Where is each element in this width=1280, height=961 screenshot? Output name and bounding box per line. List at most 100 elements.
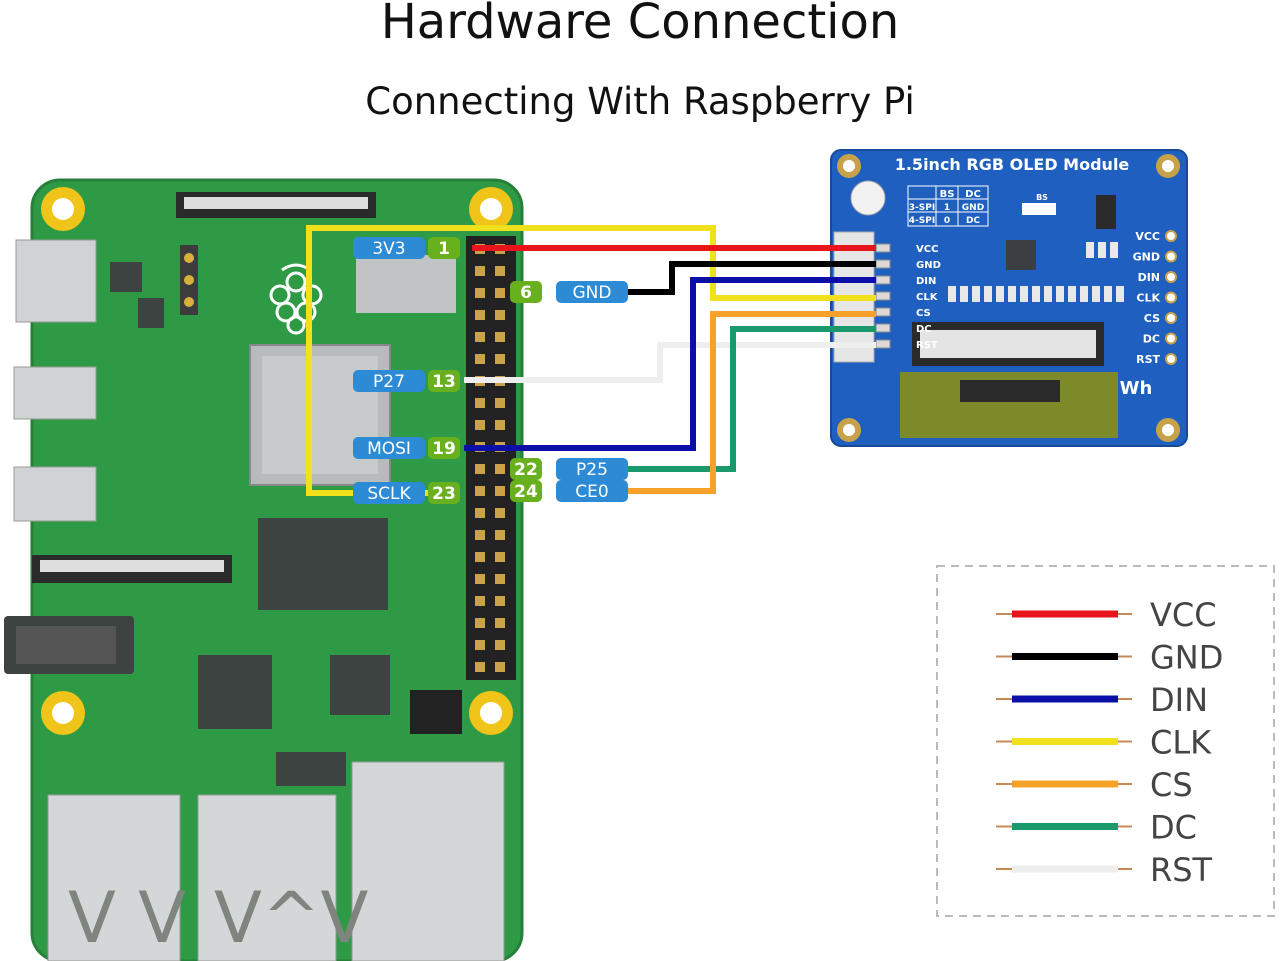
gpio-pin <box>475 266 485 276</box>
bs-table: BS DC 3-SPI 1 GND 4-SPI 0 DC <box>907 185 989 227</box>
side-pin-label: CS <box>1144 312 1160 325</box>
gpio-pin <box>495 552 505 562</box>
gpio-pin <box>475 486 485 496</box>
gpio-pin <box>495 640 505 650</box>
connector-pin-label: CLK <box>916 292 939 303</box>
pin-label-ce0: CE0 24 <box>510 480 628 502</box>
side-pin-hole <box>1165 291 1177 304</box>
pin-name-tag <box>353 237 425 259</box>
gpio-pin <box>495 486 505 496</box>
pin-number-text: 24 <box>514 482 538 502</box>
side-pin-hole <box>1165 230 1177 242</box>
gpio-pin <box>475 398 485 408</box>
wire-gnd <box>628 261 876 295</box>
connector-pin-label: DC <box>916 324 932 335</box>
pin-name-text: MOSI <box>367 439 411 459</box>
legend-label: DC <box>1150 809 1197 847</box>
legend-label: VCC <box>1150 596 1217 634</box>
connector-pin <box>875 275 891 285</box>
pin-name-tag <box>556 281 628 303</box>
connector-pin <box>875 323 891 333</box>
gpio-pin <box>495 354 505 364</box>
gpio-pin <box>495 266 505 276</box>
pin-name-text: P25 <box>576 460 608 480</box>
gpio-pin <box>495 398 505 408</box>
connector-pin-label: VCC <box>916 244 938 255</box>
gpio-pin <box>475 618 485 628</box>
connector-pin-label: CS <box>916 308 931 319</box>
pin-name-text: GND <box>573 283 612 303</box>
gpio-pin <box>475 310 485 320</box>
wire-cs <box>628 311 876 494</box>
connector-pin <box>875 243 891 253</box>
bs-table-header-dc: DC <box>965 189 981 200</box>
pin-name-text: SCLK <box>367 484 411 504</box>
side-pin-hole <box>1165 332 1177 345</box>
side-pin-label: DC <box>1143 333 1160 346</box>
pin-number-text: 1 <box>438 239 450 259</box>
side-pin-hole <box>1165 353 1177 365</box>
connector-pin-label: GND <box>916 260 941 271</box>
pin-name-tag <box>556 458 628 480</box>
svg-text:V^V: V^V <box>214 877 369 959</box>
gpio-pin <box>495 662 505 672</box>
gpio-pin <box>475 420 485 430</box>
gpio-pin <box>475 574 485 584</box>
pin-label-sclk: SCLK 23 <box>353 482 460 504</box>
connector-pin <box>875 339 891 349</box>
side-pin-hole <box>1165 271 1177 283</box>
gpio-pin <box>475 530 485 540</box>
wire-rst <box>464 342 876 383</box>
gpio-pin <box>495 332 505 342</box>
pin-name-text: CE0 <box>575 482 608 502</box>
pin-number-text: 13 <box>432 372 456 392</box>
gpio-pin <box>475 464 485 474</box>
side-pin-label: DIN <box>1138 271 1160 284</box>
page-title: Hardware Connection <box>380 0 900 50</box>
legend-item-vcc: VCC <box>996 596 1217 634</box>
gpio-pin <box>475 640 485 650</box>
legend-label: GND <box>1150 639 1223 677</box>
pin-name-tag <box>353 437 425 459</box>
pin-number-text: 19 <box>432 439 456 459</box>
legend-label: CS <box>1150 766 1193 804</box>
legend-item-rst: RST <box>996 851 1213 889</box>
legend-label: RST <box>1150 851 1213 889</box>
gpio-pin <box>495 530 505 540</box>
connector-pin <box>875 291 891 301</box>
side-pin-hole <box>1165 250 1177 263</box>
pin-name-tag <box>556 480 628 502</box>
wire-dc <box>628 326 876 472</box>
bs-table-row-dc: GND <box>962 203 984 213</box>
bs-table-row-label: 3-SPI <box>909 203 935 213</box>
gpio-pin <box>495 596 505 606</box>
gpio-pin <box>475 288 485 298</box>
oled-module: 1.5inch RGB OLED Module BS DC 3-SPI 1 GN… <box>830 149 1188 447</box>
gpio-pin <box>475 508 485 518</box>
legend-item-din: DIN <box>996 681 1208 719</box>
wire-clk <box>306 225 876 496</box>
gpio-pin <box>495 508 505 518</box>
waveshare-logo: Wh <box>1120 378 1153 399</box>
pin-number-text: 23 <box>432 484 456 504</box>
pin-name-text: P27 <box>373 372 405 392</box>
connector-pin-label: RST <box>916 340 938 351</box>
legend-item-cs: CS <box>996 766 1193 804</box>
gpio-pin <box>475 332 485 342</box>
legend-item-dc: DC <box>996 809 1197 847</box>
legend-item-clk: CLK <box>996 724 1212 762</box>
pin-label-p25: P25 22 <box>510 458 628 480</box>
bs-table-header-bs: BS <box>940 189 955 200</box>
pin-name-tag <box>353 482 425 504</box>
side-pin-label: RST <box>1136 353 1160 366</box>
pin-number-text: 22 <box>514 460 538 480</box>
connector-pin <box>875 307 891 317</box>
gpio-pin <box>475 354 485 364</box>
gpio-pin <box>495 288 505 298</box>
bs-table-row-bs: 1 <box>944 203 950 213</box>
